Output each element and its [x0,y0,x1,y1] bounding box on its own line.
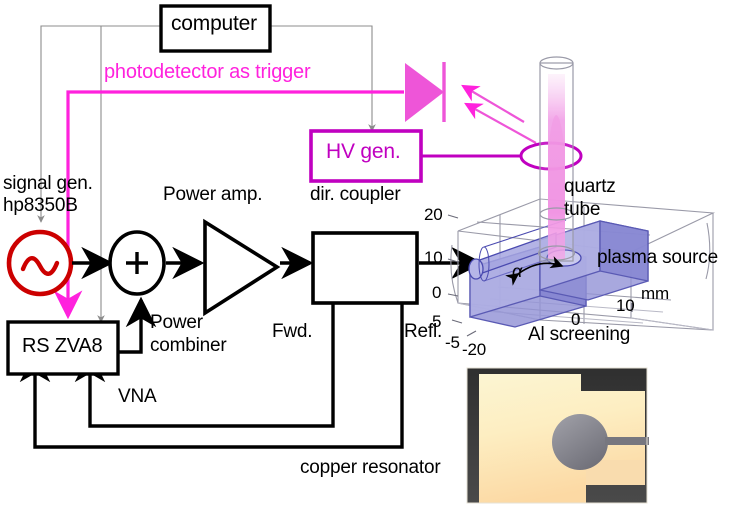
axis-x-tick-0: 0 [571,310,581,329]
axis-unit-label: mm [641,284,669,303]
alpha-angle-label: α [512,261,523,281]
dir-coupler-label: dir. coupler [310,184,401,205]
vna-block-label: RS ZVA8 [22,335,103,357]
axis-y-tick-neg5: -5 [445,333,460,352]
wire-refl [19,303,404,449]
wire-computer-to-hv-gen [270,25,376,132]
copper-resonator-photo [466,367,649,504]
computer-block[interactable] [159,4,272,53]
vna-label: VNA [118,386,157,407]
light-arrows [461,84,537,144]
power-amplifier-icon[interactable] [203,218,281,317]
axis-z-tick-0: 0 [432,283,442,302]
alpha-angle-indicator [505,256,564,286]
power-combiner-label-line2: combiner [150,335,227,356]
copper-resonator-label: copper resonator [300,457,441,478]
power-combiner-icon[interactable] [108,230,166,296]
plasma-source-3d-model [447,56,716,337]
quartz-tube-icon [537,56,576,262]
directional-coupler-block[interactable] [311,231,419,305]
signal-generator-icon[interactable] [6,229,74,297]
axis-x-tick-10: 10 [616,296,635,315]
power-combiner-label-line1: Power [150,312,203,333]
computer-control-wires [37,25,376,323]
coupler-feedback-wires [19,303,404,449]
power-amp-label: Power amp. [163,184,263,205]
axis-z-tick-20: 20 [424,205,443,224]
photodetector-trigger-wire [53,90,404,320]
quartz-tube-label-line2: tube [564,199,601,220]
signal-gen-label-line2: hp8350B [3,195,78,216]
wire-fwd [74,303,335,428]
axis-ticks [447,214,633,337]
hv-gen-label: HV gen. [326,140,401,163]
al-screening-label: Al screening [528,324,631,345]
computer-label: computer [171,12,257,35]
photodiode-icon [405,62,446,122]
wire-vna-to-combiner [118,296,157,354]
photodetector-label: photodetector as trigger [104,61,311,83]
refl-label: Refl. [404,321,443,342]
quartz-tube-label-line1: quartz [564,176,616,197]
axis-x-tick-neg20: -20 [462,340,486,359]
axis-z-tick-10: 10 [424,248,443,267]
plasma-source-label: plasma source [597,247,718,268]
vna-block[interactable] [6,320,120,376]
wire-computer-to-vna [97,25,161,323]
axis-y-tick-5: 5 [432,312,442,331]
plasma-plume-icon [548,74,565,259]
hv-gen-block[interactable] [309,129,423,183]
fwd-label: Fwd. [272,321,313,342]
signal-gen-label-line1: signal gen. [3,173,93,194]
